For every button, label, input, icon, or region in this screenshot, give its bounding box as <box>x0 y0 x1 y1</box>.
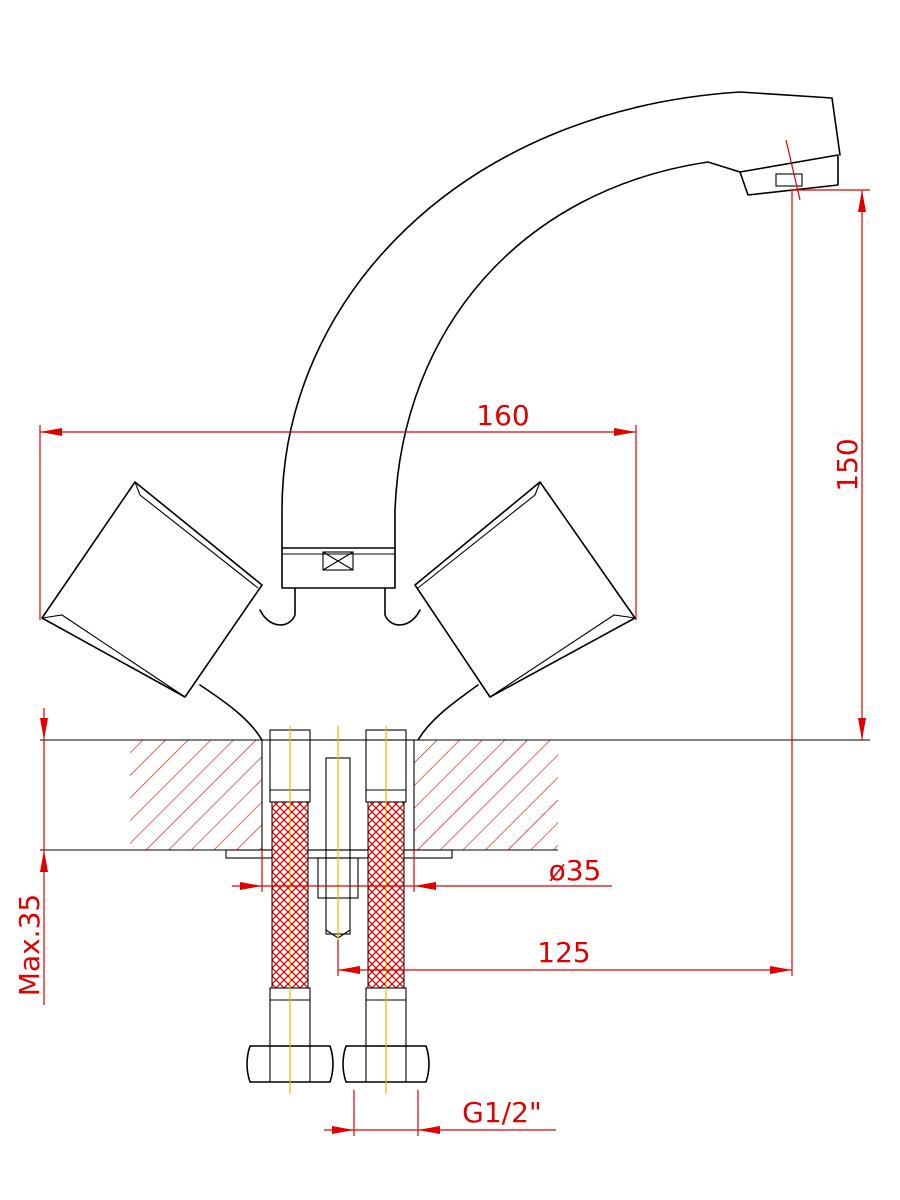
right-handle-outline <box>414 481 636 698</box>
right-hex-nut-icon <box>342 1045 430 1083</box>
aerator-slot <box>775 173 803 187</box>
swivel-collar <box>281 547 396 589</box>
spout-inner-curve <box>394 161 741 549</box>
countertop-hatch-left <box>130 740 262 850</box>
thread-label: G1/2" <box>462 1096 542 1129</box>
thread-arrow-left <box>332 1126 354 1134</box>
diameter-arrow-left <box>240 882 262 890</box>
dimension-width: 160 <box>39 399 637 620</box>
diameter-arrow-right <box>414 882 436 890</box>
left-handle-inner-bottom <box>41 614 186 698</box>
thread-arrow-right <box>418 1126 440 1134</box>
spout <box>281 91 841 549</box>
height-label: 150 <box>831 438 864 491</box>
dimension-reach: 125 <box>337 190 793 976</box>
left-handle-inner-top <box>134 481 259 589</box>
right-handle <box>414 481 636 698</box>
left-handle <box>41 481 263 698</box>
body-left-base <box>199 684 263 741</box>
reach-label: 125 <box>537 936 590 969</box>
width-arrow-left <box>40 428 62 436</box>
faucet-body <box>199 587 479 741</box>
reach-arrow-right <box>770 966 792 974</box>
dimension-diameter: ø35 <box>232 850 612 892</box>
center-axes <box>289 726 387 1094</box>
countertop-hatch-right <box>414 740 558 850</box>
spout-aerator <box>739 154 839 196</box>
diameter-label: ø35 <box>549 854 602 887</box>
reach-arrow-left <box>338 966 360 974</box>
height-arrow-bottom <box>858 718 866 740</box>
thickness-arrow-bottom <box>40 850 48 872</box>
left-handle-outline <box>41 481 263 698</box>
mounting-plate <box>225 849 453 859</box>
right-handle-inner-bottom <box>489 614 636 698</box>
body-right-outline <box>384 587 421 626</box>
left-hex-nut-icon <box>246 1045 334 1083</box>
body-left-outline <box>259 587 296 626</box>
dimension-thread: G1/2" <box>324 1090 556 1136</box>
dimension-max-thickness: Max.35 <box>13 708 48 1005</box>
dimension-height: 150 <box>790 189 870 740</box>
width-label: 160 <box>476 399 529 432</box>
thickness-arrow-top <box>40 718 48 740</box>
max-thickness-label: Max.35 <box>13 894 46 996</box>
countertop <box>40 739 870 851</box>
collar-band <box>281 547 396 589</box>
right-handle-inner-top <box>417 481 541 589</box>
width-arrow-right <box>614 428 636 436</box>
height-arrow-top <box>858 190 866 212</box>
collar-screw-icon <box>322 551 354 571</box>
body-right-base <box>417 684 479 741</box>
collar-screw-cross <box>322 551 354 571</box>
spout-outer-curve <box>281 91 841 549</box>
